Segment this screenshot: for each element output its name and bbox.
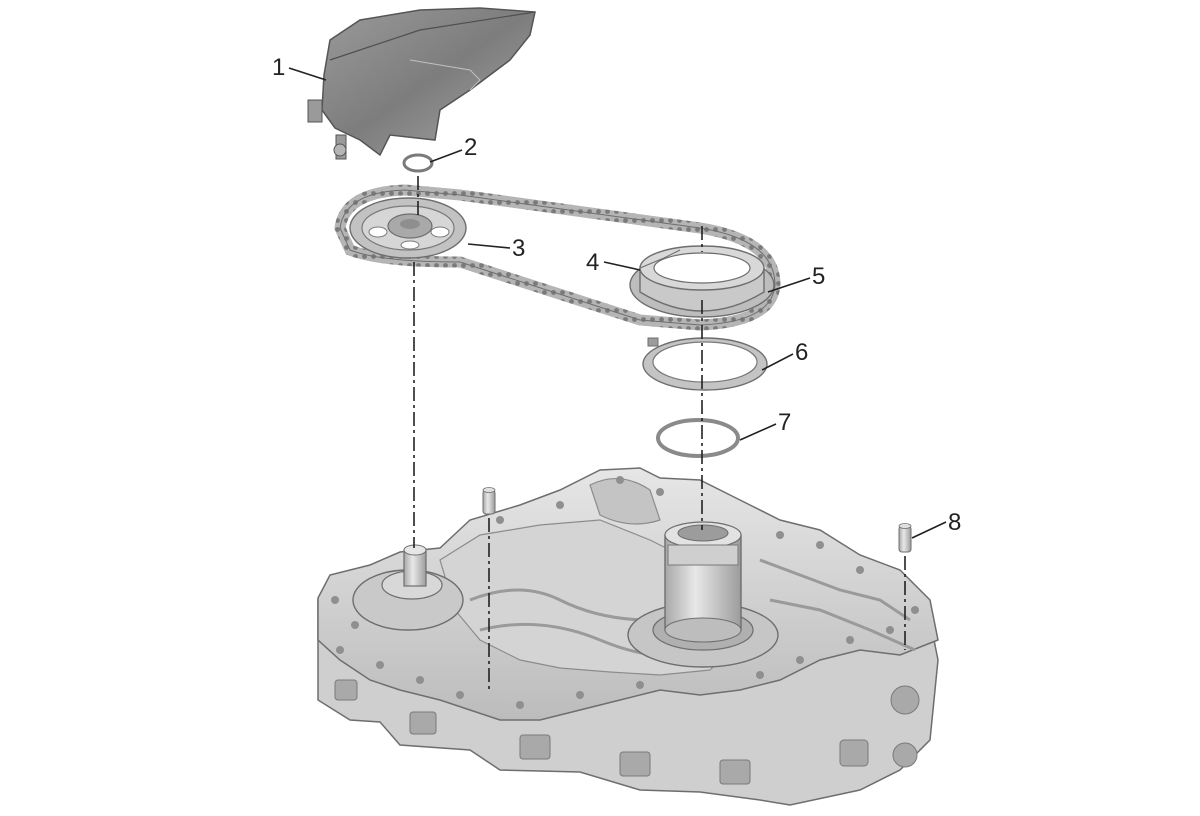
callout-5-label: 5: [812, 263, 825, 290]
dowel-pin-left: [482, 487, 496, 515]
dowel-pin-right: [898, 523, 912, 553]
driven-sprocket: [629, 245, 775, 318]
callout-6: 6: [761, 339, 808, 371]
callout-8-label: 8: [948, 509, 961, 536]
callout-2-label: 2: [464, 134, 477, 161]
callout-4: 4: [586, 249, 641, 276]
thrust-washer: [642, 337, 768, 391]
callout-8: 8: [911, 509, 961, 539]
callout-5: 5: [767, 263, 825, 293]
callout-7: 7: [739, 409, 791, 441]
callout-1-label: 1: [272, 54, 285, 81]
callout-7-label: 7: [778, 409, 791, 436]
callout-6-label: 6: [795, 339, 808, 366]
valve-body: [317, 467, 939, 806]
callout-4-label: 4: [586, 249, 599, 276]
callout-2: 2: [429, 134, 477, 163]
callout-3: 3: [467, 235, 525, 262]
drive-chain: [334, 184, 781, 331]
chain-cover: [307, 7, 536, 160]
drive-sprocket: [349, 197, 467, 259]
callout-1: 1: [272, 54, 327, 81]
seal-ring: [656, 418, 740, 458]
callout-3-label: 3: [512, 235, 525, 262]
snap-ring-small: [402, 153, 434, 173]
assembly-centerlines: [413, 176, 906, 690]
